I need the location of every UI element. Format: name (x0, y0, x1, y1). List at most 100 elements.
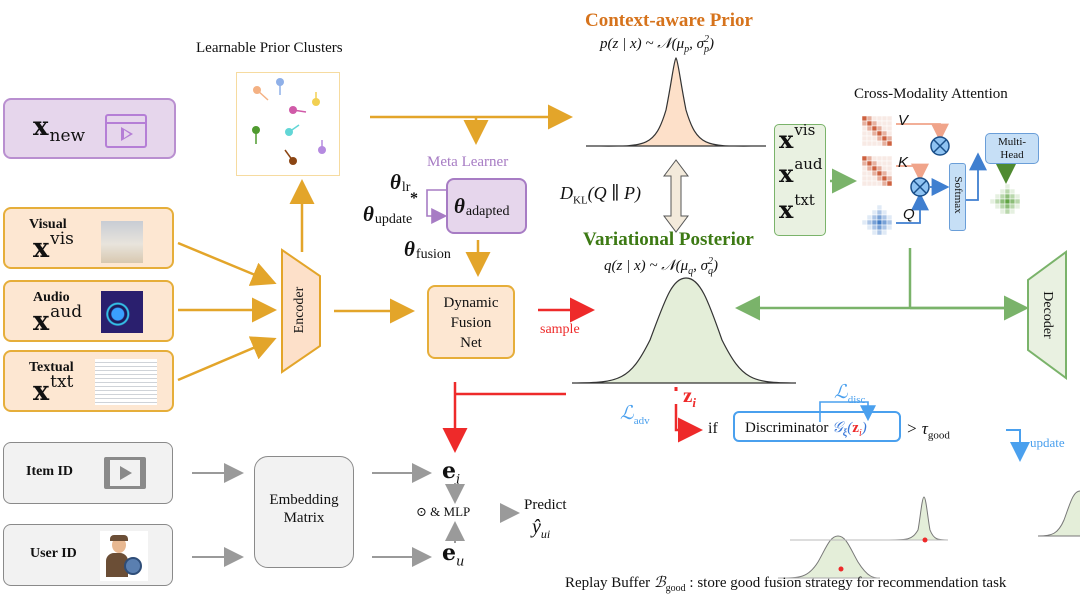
theta-star: * (410, 190, 418, 207)
matrix-cell (881, 125, 888, 132)
matrix-cell (861, 209, 868, 216)
dynamic-fusion-net-box[interactable]: Dynamic Fusion Net (427, 285, 515, 359)
prior-clusters-title: Learnable Prior Clusters (196, 40, 343, 56)
matrix-cell (871, 120, 878, 127)
prior-distribution-curve (585, 57, 767, 147)
matrix-cell (861, 170, 868, 177)
matrix-cell (871, 160, 878, 167)
update-label: update (1030, 435, 1065, 450)
matrix-cell (871, 214, 878, 221)
discriminator-function: 𝒢ξ(zi) (832, 420, 867, 439)
cluster-center (253, 86, 261, 94)
matrix-cell (881, 214, 888, 221)
matrix-cell (876, 130, 883, 137)
matrix-cell (999, 188, 1006, 195)
matrix-cell (994, 183, 1001, 190)
item-id-box[interactable]: Item ID (3, 442, 173, 504)
matrix-cell (861, 140, 868, 147)
audio-modality-box[interactable]: Audio xaud (3, 280, 174, 342)
attention-title: Cross-Modality Attention (854, 86, 1008, 102)
matrix-cell (871, 125, 878, 132)
matrix-cell (989, 203, 996, 210)
discriminator-box[interactable]: Discriminator 𝒢ξ(zi) (733, 411, 901, 442)
matrix-cell (886, 120, 893, 127)
cluster-center (289, 106, 297, 114)
matrix-cell (1009, 183, 1016, 190)
matrix-cell (886, 219, 893, 226)
matrix-cell (989, 198, 996, 205)
matrix-cell (876, 204, 883, 211)
textual-label: Textual (29, 360, 74, 375)
audio-symbol: xaud (33, 302, 83, 337)
matrix-cell (886, 130, 893, 137)
matrix-cell (999, 193, 1006, 200)
posterior-distribution-curve (571, 277, 797, 384)
visual-symbol: xvis (33, 229, 74, 264)
text-document-thumbnail (95, 359, 157, 405)
visual-label: Visual (29, 217, 67, 232)
matrix-cell (861, 175, 868, 182)
matrix-cell (866, 209, 873, 216)
matrix-cell (1004, 193, 1011, 200)
matrix-cell (1009, 203, 1016, 210)
matrix-cell (881, 209, 888, 216)
matrix-cell (871, 224, 878, 231)
q-matrix (861, 204, 893, 236)
matrix-cell (866, 120, 873, 127)
textual-modality-box[interactable]: Textual xtxt (3, 350, 174, 412)
user-film-reel-icon (100, 531, 148, 581)
theta-adapted-label: θadapted (454, 194, 510, 219)
prediction-y-hat: ŷui (532, 516, 551, 541)
embedding-line2: Matrix (283, 510, 325, 526)
discriminator-label: Discriminator (745, 420, 829, 436)
v-label: V (898, 112, 909, 129)
matrix-cell (876, 224, 883, 231)
theta-adapted-box[interactable]: θadapted (446, 178, 527, 234)
matrix-cell (1014, 193, 1021, 200)
matrix-cell (871, 155, 878, 162)
item-id-label: Item ID (26, 464, 74, 479)
matrix-cell (881, 140, 888, 147)
visual-modality-box[interactable]: Visual xvis (3, 207, 174, 269)
kl-double-arrow (663, 159, 689, 233)
matrix-cell (989, 208, 996, 215)
matrix-cell (1004, 208, 1011, 215)
matrix-cell (886, 180, 893, 187)
encoder-shape (281, 248, 321, 374)
matrix-cell (876, 180, 883, 187)
matrix-cell (866, 130, 873, 137)
matrix-cell (1009, 188, 1016, 195)
matrix-cell (861, 130, 868, 137)
multiply-operator-icon (910, 177, 930, 197)
matrix-cell (1014, 198, 1021, 205)
replay-buffer-distributions (777, 490, 1080, 579)
matrix-cell (994, 188, 1001, 195)
matrix-cell (881, 160, 888, 167)
matrix-cell (881, 229, 888, 236)
adv-loss-label: ℒadv (620, 403, 650, 427)
prior-formula: p(z | x) ~ 𝒩(μp, σ2p) (600, 34, 715, 55)
softmax-box: Softmax (949, 163, 966, 231)
matrix-cell (886, 135, 893, 142)
new-item-box[interactable]: xnew (3, 98, 176, 159)
matrix-cell (876, 170, 883, 177)
matrix-cell (871, 180, 878, 187)
embedding-matrix-box[interactable]: Embedding Matrix (254, 456, 354, 568)
matrix-cell (876, 214, 883, 221)
matrix-cell (886, 170, 893, 177)
sample-zi-label: zi (683, 383, 696, 411)
kl-divergence-label: DKL(Q ∥ P) (560, 183, 641, 207)
posterior-formula: q(z | x) ~ 𝒩(μq, σ2q) (604, 256, 719, 277)
modality-to-encoder-arrows (177, 241, 277, 382)
cluster-center (318, 146, 326, 154)
matrix-cell (871, 140, 878, 147)
attention-input-txt: xtxt (779, 191, 815, 224)
user-id-box[interactable]: User ID (3, 524, 173, 586)
matrix-cell (886, 224, 893, 231)
k-matrix (861, 155, 893, 187)
matrix-cell (876, 120, 883, 127)
matrix-cell (994, 208, 1001, 215)
matrix-cell (861, 204, 868, 211)
matrix-cell (876, 155, 883, 162)
